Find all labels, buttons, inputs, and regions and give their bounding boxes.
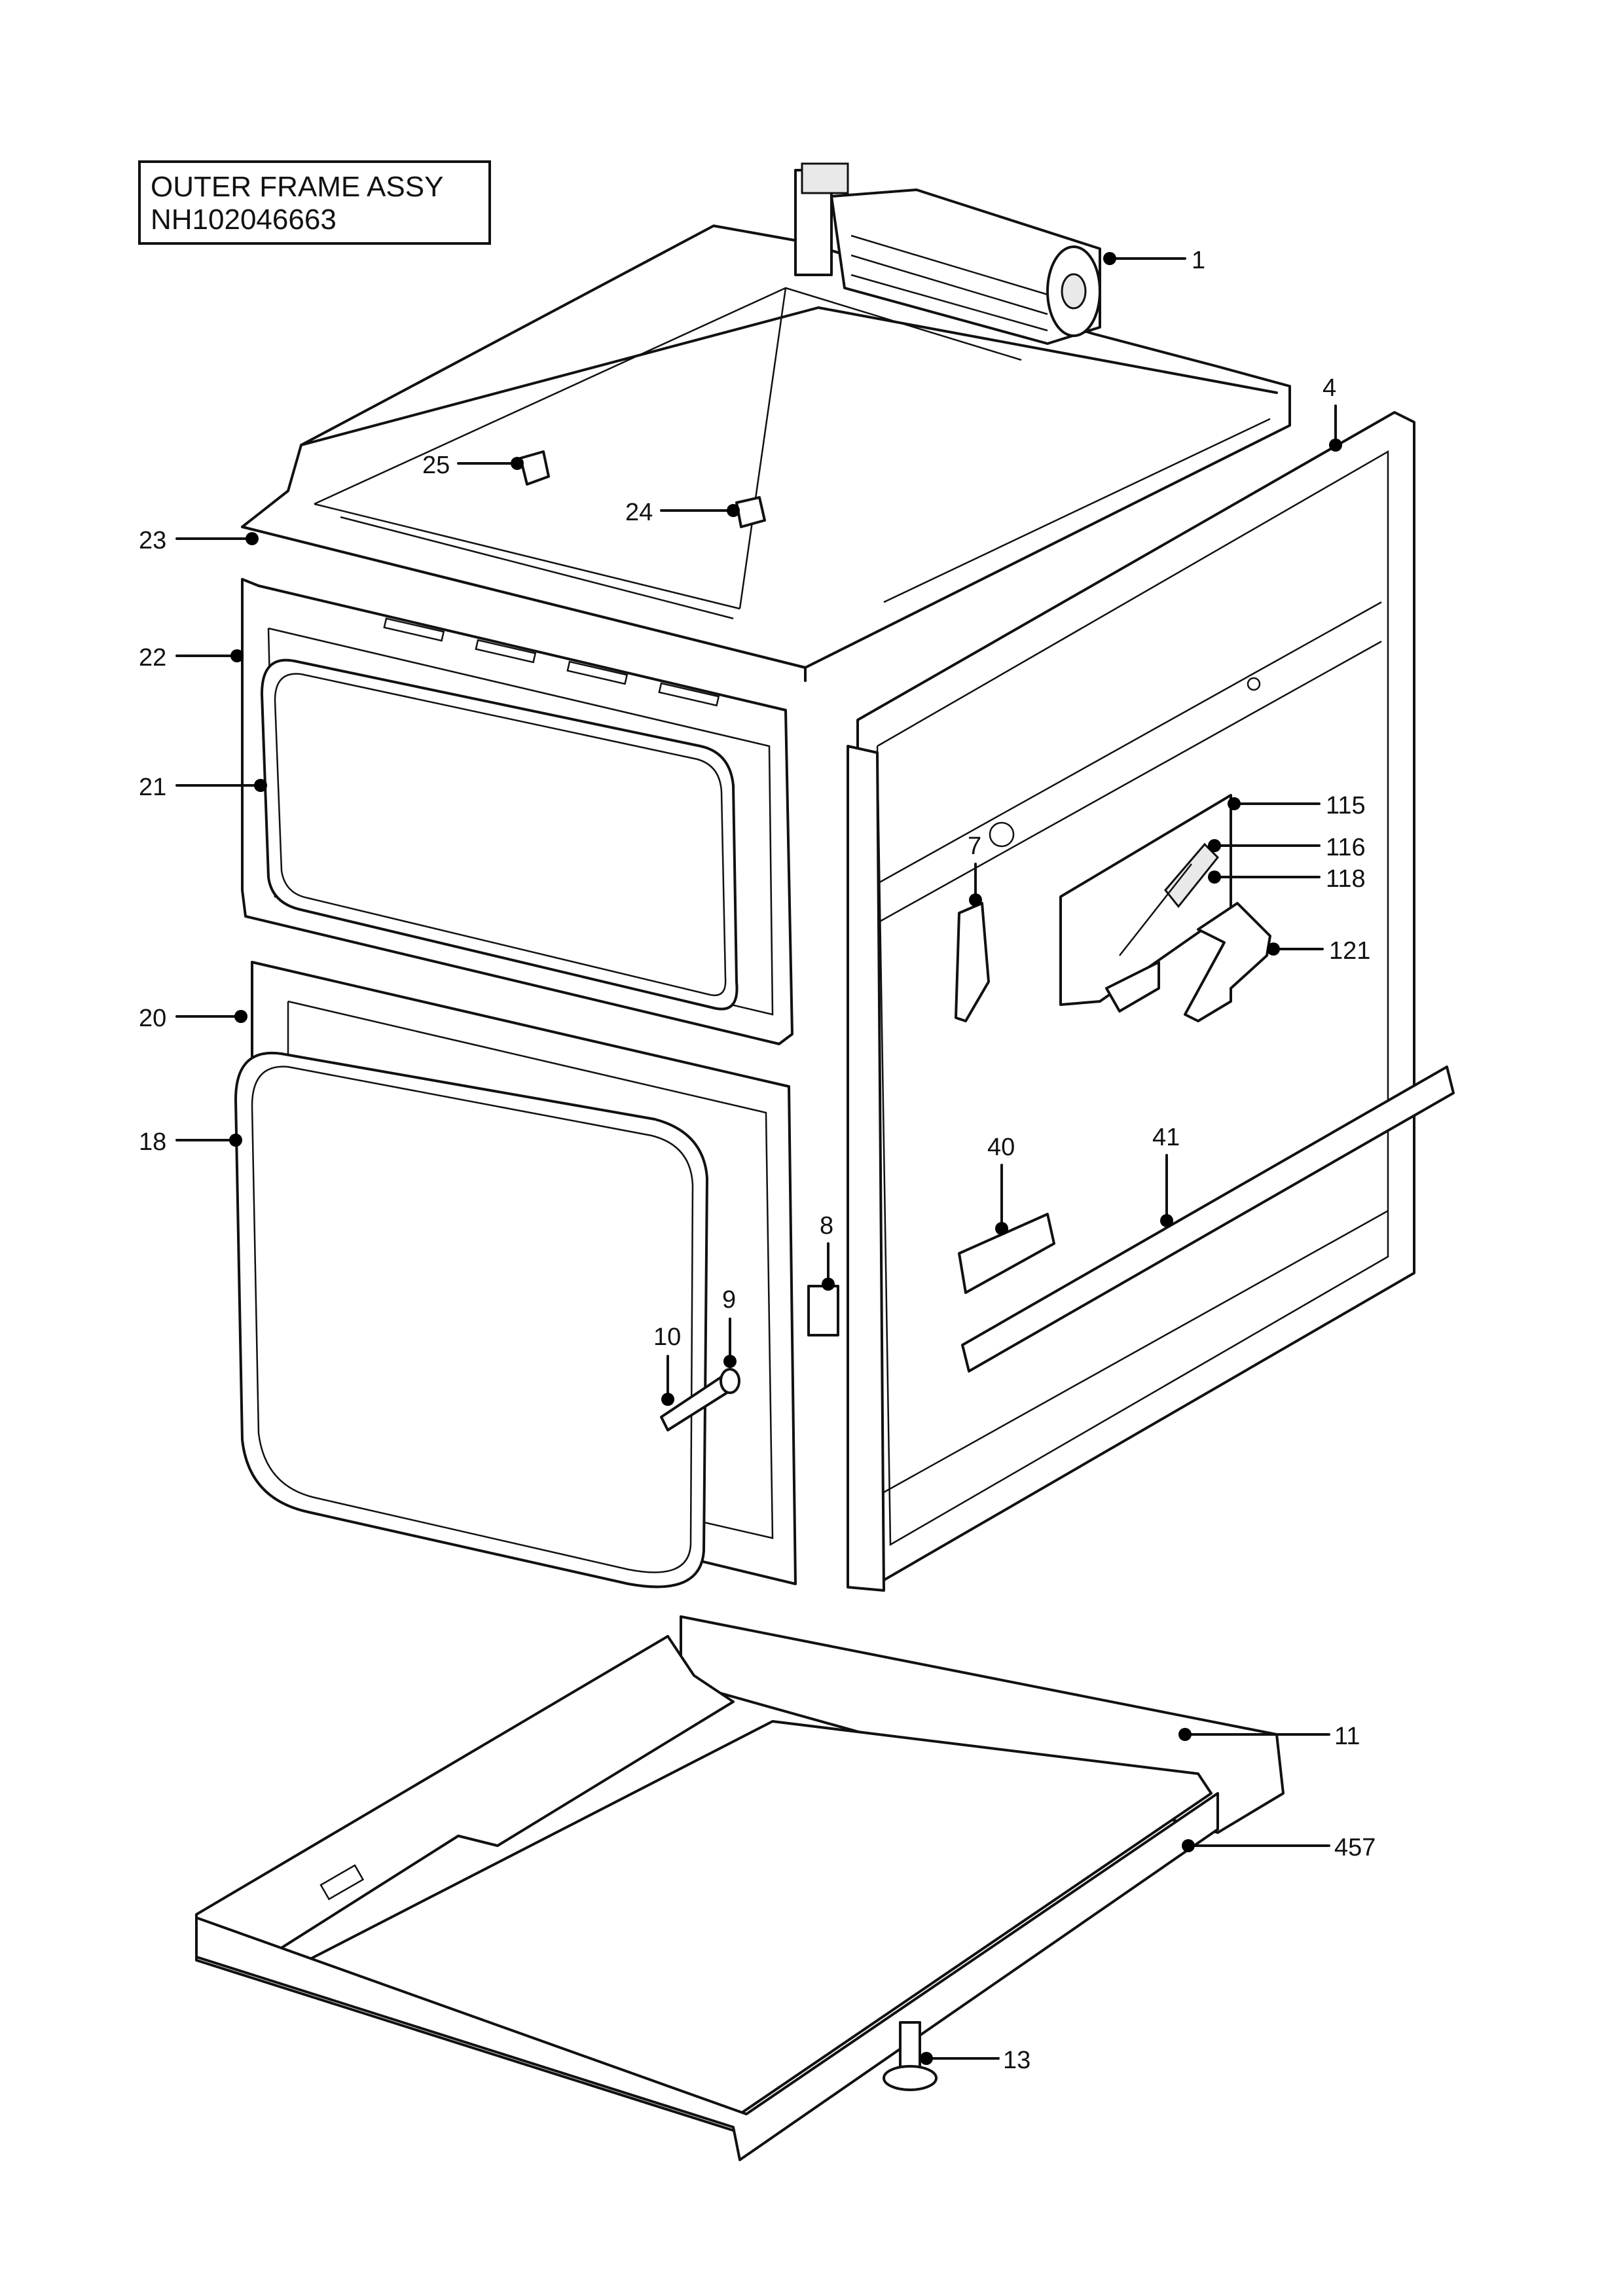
callout-label-41: 41 — [1152, 1124, 1180, 1151]
callout-label-9: 9 — [722, 1286, 736, 1314]
callout-dot-116 — [1208, 839, 1221, 852]
callout-dot-9 — [723, 1355, 737, 1368]
callout-label-7: 7 — [968, 833, 981, 860]
callout-dot-10 — [661, 1393, 674, 1406]
runner-rail-41 — [961, 1066, 1455, 1372]
title-line-1: OUTER FRAME ASSY — [151, 171, 443, 203]
callout-label-8: 8 — [820, 1212, 833, 1240]
base-panel — [195, 1615, 1285, 2161]
callout-label-116: 116 — [1326, 834, 1366, 861]
callout-dot-21 — [254, 779, 267, 792]
callout-label-20: 20 — [139, 1005, 166, 1032]
callout-dot-18 — [229, 1134, 242, 1147]
callout-dot-121 — [1267, 942, 1280, 956]
callout-label-4: 4 — [1322, 374, 1336, 402]
callout-dot-8 — [822, 1278, 835, 1291]
callout-label-21: 21 — [139, 774, 166, 801]
callout-dot-41 — [1160, 1214, 1173, 1227]
callout-dot-40 — [995, 1222, 1008, 1235]
callout-dot-11 — [1178, 1728, 1192, 1741]
bracket-40 — [958, 1213, 1055, 1294]
callouts: 1 4 25 24 23 22 21 115 116 — [139, 247, 1376, 2074]
callout-dot-20 — [234, 1010, 247, 1023]
callout-label-40: 40 — [987, 1134, 1015, 1161]
lamp-holder-8 — [807, 1285, 839, 1336]
callout-dot-1 — [1103, 252, 1116, 265]
lower-door-seal — [234, 1051, 708, 1588]
title-line-2: NH102046663 — [151, 204, 337, 236]
callout-label-457: 457 — [1334, 1834, 1376, 1861]
callout-label-13: 13 — [1003, 2047, 1030, 2074]
callout-label-25: 25 — [422, 452, 450, 479]
callout-label-1: 1 — [1192, 247, 1205, 274]
adjustable-foot — [883, 2021, 938, 2091]
callout-dot-13 — [920, 2052, 933, 2065]
callout-label-10: 10 — [653, 1323, 681, 1351]
clip-25 — [519, 450, 550, 486]
sensor-probe — [660, 1368, 740, 1431]
upper-door-seal — [261, 658, 739, 1011]
thermostat-bracket — [1059, 794, 1232, 1013]
callout-label-121: 121 — [1329, 937, 1370, 965]
callout-label-22: 22 — [139, 644, 166, 672]
callout-dot-4 — [1329, 439, 1342, 452]
fan-motor — [794, 162, 1101, 345]
callout-dot-24 — [727, 504, 740, 517]
callout-label-118: 118 — [1326, 865, 1366, 893]
callout-label-11: 11 — [1334, 1723, 1360, 1750]
title-box: OUTER FRAME ASSY NH102046663 — [138, 160, 491, 245]
callout-label-23: 23 — [139, 527, 166, 554]
callout-label-18: 18 — [139, 1128, 166, 1156]
callout-label-115: 115 — [1326, 792, 1366, 819]
bracket-121 — [1184, 902, 1271, 1022]
callout-label-24: 24 — [625, 499, 653, 526]
clip-24 — [735, 496, 766, 528]
callout-dot-457 — [1182, 1839, 1195, 1852]
callout-dot-118 — [1208, 870, 1221, 884]
callout-dot-23 — [246, 532, 259, 545]
callout-dot-25 — [511, 457, 524, 470]
callout-dot-22 — [230, 649, 244, 662]
callout-dot-115 — [1228, 797, 1241, 810]
callout-dot-7 — [969, 893, 982, 906]
